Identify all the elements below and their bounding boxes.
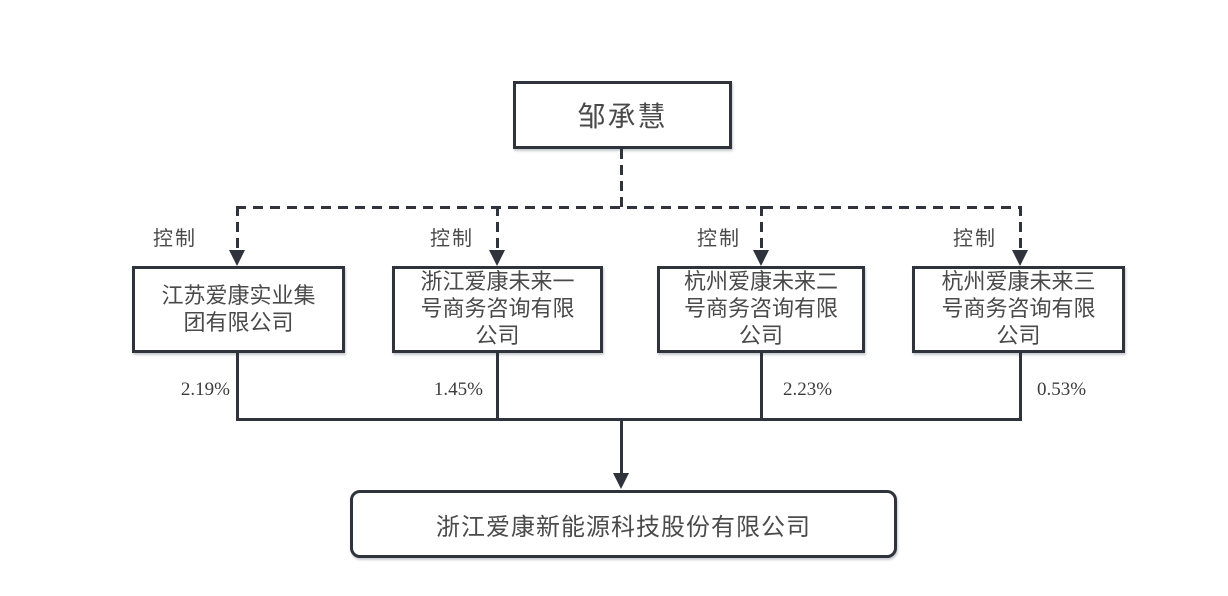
arrow-down-icon (613, 473, 629, 489)
control-label-4: 控制 (953, 228, 997, 250)
percent-label-4: 0.53% (1037, 379, 1087, 400)
controller-box: 邹承慧 (513, 81, 732, 149)
subsidiary-box-3: 杭州爱康未来二号商务咨询有限公司 (657, 266, 865, 353)
arrow-down-icon (229, 250, 245, 266)
percent-label-3: 2.23% (783, 379, 833, 400)
subsidiary-name-4: 杭州爱康未来三号商务咨询有限公司 (941, 269, 1096, 348)
dashed-connector-bus (236, 206, 1022, 209)
percent-label-2: 1.45% (433, 379, 483, 400)
arrow-down-icon (1012, 250, 1028, 266)
control-label-2: 控制 (430, 228, 474, 250)
percent-label-1: 2.19% (180, 379, 230, 400)
target-company-name: 浙江爱康新能源科技股份有限公司 (436, 513, 811, 541)
solid-drop-3 (760, 353, 763, 421)
target-company-box: 浙江爱康新能源科技股份有限公司 (350, 490, 897, 558)
subsidiary-name-2: 浙江爱康未来一号商务咨询有限公司 (420, 269, 575, 348)
collector-bus-line (236, 418, 1022, 421)
controller-name: 邹承慧 (577, 101, 668, 132)
subsidiary-box-2: 浙江爱康未来一号商务咨询有限公司 (392, 266, 603, 353)
subsidiary-box-4: 杭州爱康未来三号商务咨询有限公司 (912, 266, 1125, 353)
subsidiary-name-1: 江苏爱康实业集团有限公司 (161, 282, 316, 335)
subsidiary-box-1: 江苏爱康实业集团有限公司 (132, 266, 345, 353)
arrow-down-icon (753, 250, 769, 266)
dashed-drop-2 (496, 206, 499, 252)
arrow-down-icon (489, 250, 505, 266)
solid-drop-2 (496, 353, 499, 421)
dashed-drop-1 (236, 206, 239, 252)
solid-drop-4 (1019, 353, 1022, 421)
solid-drop-1 (236, 353, 239, 421)
subsidiary-name-3: 杭州爱康未来二号商务咨询有限公司 (683, 269, 838, 348)
dashed-drop-3 (760, 206, 763, 252)
dashed-connector-root-drop (620, 149, 623, 207)
dashed-drop-4 (1019, 206, 1022, 252)
control-label-1: 控制 (153, 228, 197, 250)
target-drop-line (620, 418, 623, 474)
control-label-3: 控制 (697, 228, 741, 250)
